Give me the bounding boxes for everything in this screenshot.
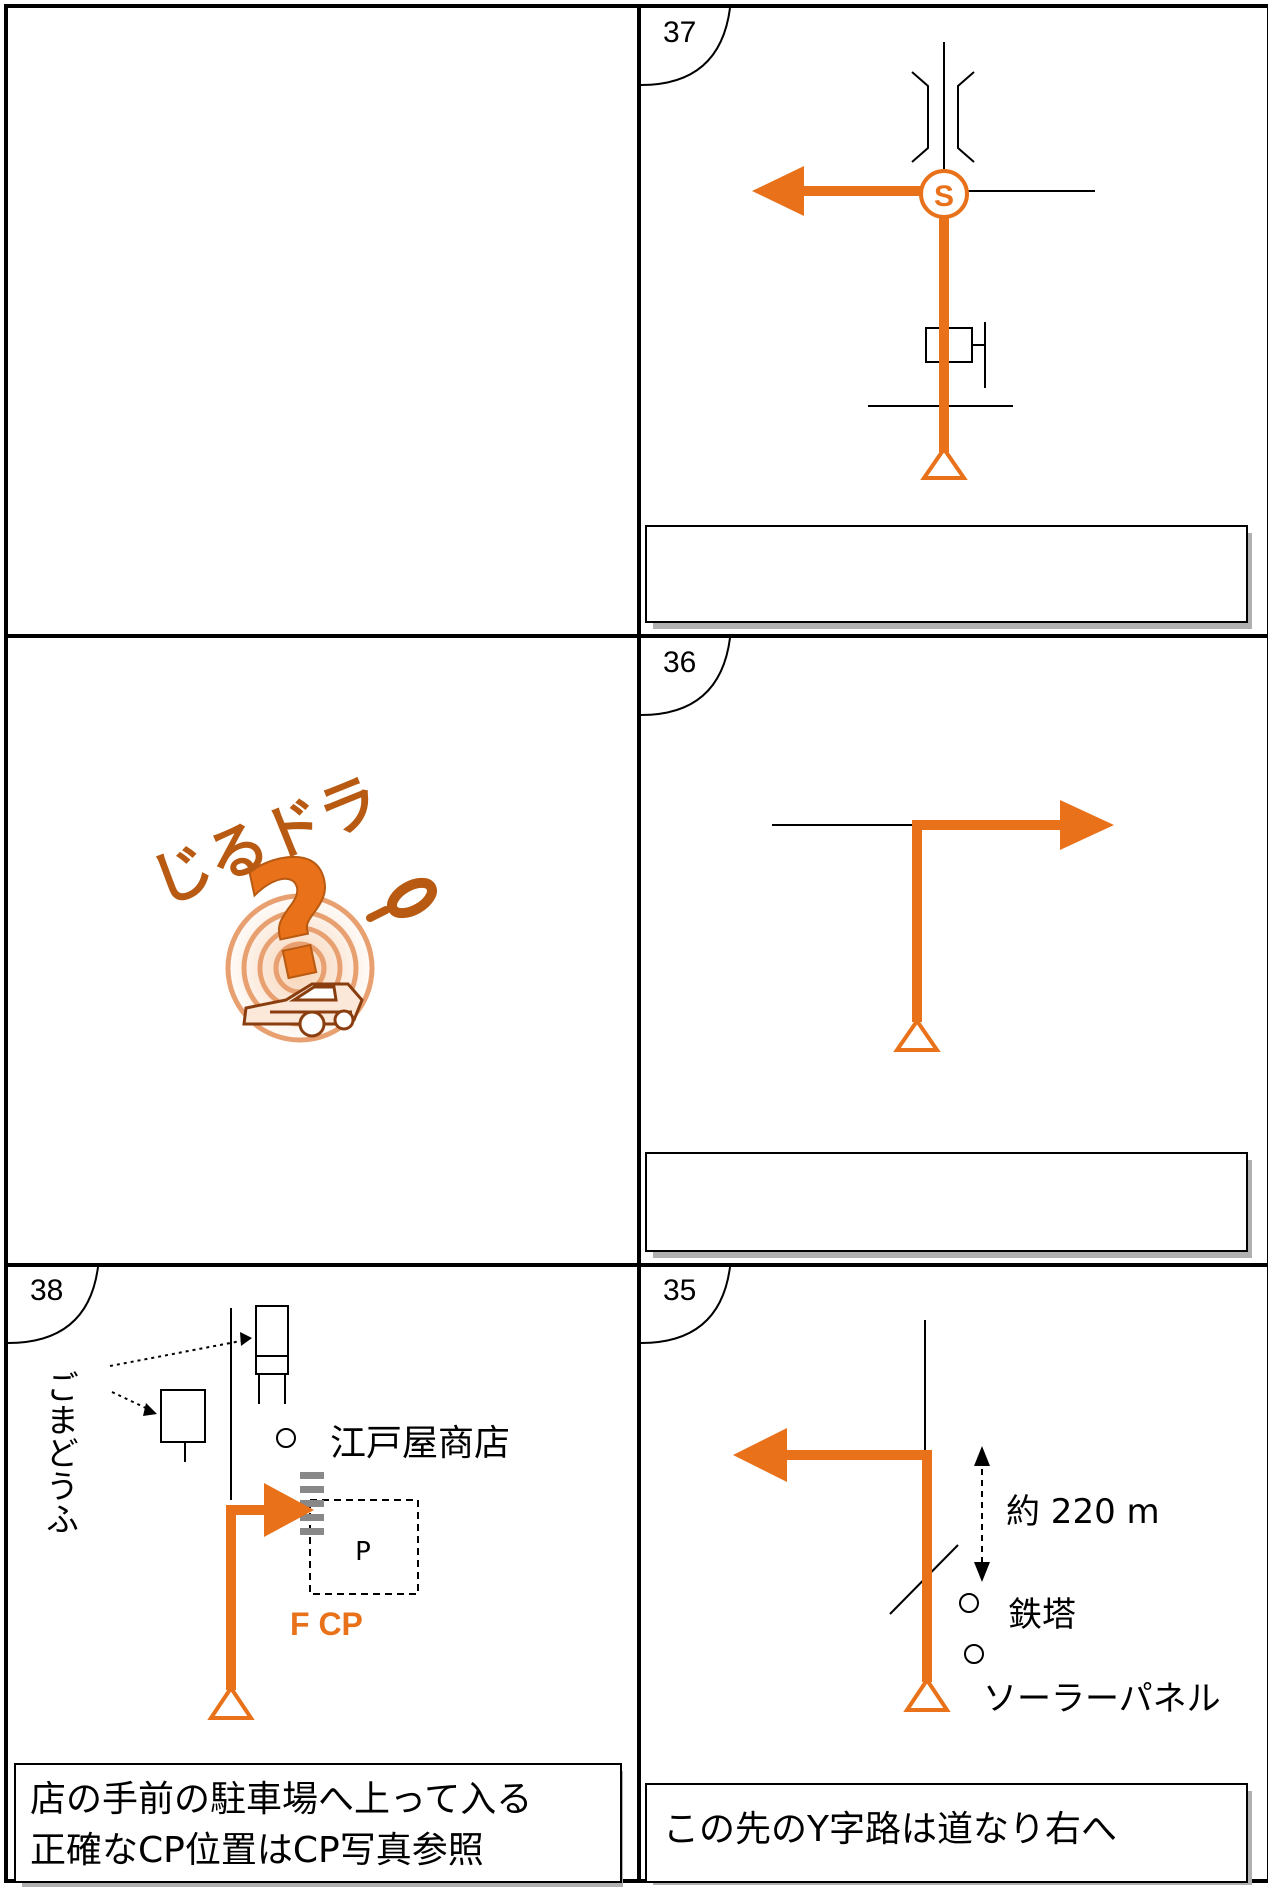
- note-text: この先のY字路は道なり右へ: [663, 1809, 1117, 1850]
- parking-label: P: [355, 1537, 371, 1567]
- panel-number-badge: [7, 1266, 99, 1344]
- panel-number: 38: [30, 1274, 63, 1307]
- panel-37: 37 S: [640, 7, 1252, 629]
- building-icon: [255, 1305, 289, 1404]
- solar-label: ソーラーパネル: [983, 1679, 1221, 1719]
- route-path: [733, 1428, 951, 1712]
- distance-label: 約 220 m: [1006, 1492, 1160, 1532]
- panel-36: 36: [640, 637, 1252, 1258]
- pointer-arrows: [109, 1339, 247, 1411]
- logo: ? じるドラ: [141, 764, 437, 1046]
- solar-marker-icon: [964, 1644, 984, 1664]
- cp-marker: [300, 1472, 324, 1535]
- note-box: [645, 525, 1248, 623]
- landmark-marker-icon: [276, 1428, 296, 1448]
- route-arrow-right: [1060, 800, 1114, 850]
- note-text-line2: 正確なCP位置はCP写真参照: [30, 1830, 484, 1871]
- route-path: [893, 800, 1114, 1052]
- shop-label: 江戸屋商店: [330, 1423, 510, 1464]
- road-lines: [868, 42, 1095, 407]
- signal-icon: [919, 169, 969, 219]
- panel-35: 35 約 220 m 鉄塔 ソーラーパネル この先のY字路は道なり右へ: [640, 1266, 1252, 1885]
- panel-number-badge: [640, 637, 731, 716]
- panel-38: 38 ごまどうふ 江戸屋商店 P: [7, 1266, 623, 1887]
- panel-grid: [4, 4, 1268, 1883]
- route-arrow-right: [264, 1483, 314, 1537]
- start-triangle-icon: [207, 1684, 255, 1720]
- tofu-shop-label: ごまどうふ: [41, 1370, 80, 1535]
- parking-area: [309, 1499, 419, 1595]
- start-triangle-icon: [893, 1017, 941, 1052]
- signal-label: S: [934, 180, 954, 213]
- panel-number-badge: [640, 1266, 731, 1344]
- panel-number: 35: [663, 1274, 696, 1307]
- note-text-line1: 店の手前の駐車場へ上って入る: [30, 1779, 532, 1820]
- panel-number: 36: [663, 646, 696, 679]
- route-path: [207, 1483, 314, 1720]
- car-icon: [242, 982, 364, 1038]
- checkpoint-label: F CP: [290, 1606, 363, 1642]
- note-box: [645, 1152, 1248, 1252]
- panel-number-badge: [640, 7, 731, 86]
- start-triangle-icon: [920, 445, 968, 480]
- building-icon: [160, 1389, 206, 1462]
- distance-indicator: [974, 1446, 990, 1582]
- note-box: [645, 1783, 1248, 1883]
- tower-marker-icon: [959, 1593, 979, 1613]
- tower-label: 鉄塔: [1008, 1595, 1076, 1635]
- note-box: [14, 1763, 622, 1883]
- route-arrow-left: [752, 166, 804, 216]
- route-arrow-left: [733, 1428, 787, 1482]
- start-triangle-icon: [903, 1676, 951, 1712]
- panel-number: 37: [663, 16, 696, 49]
- route-path: [752, 166, 968, 480]
